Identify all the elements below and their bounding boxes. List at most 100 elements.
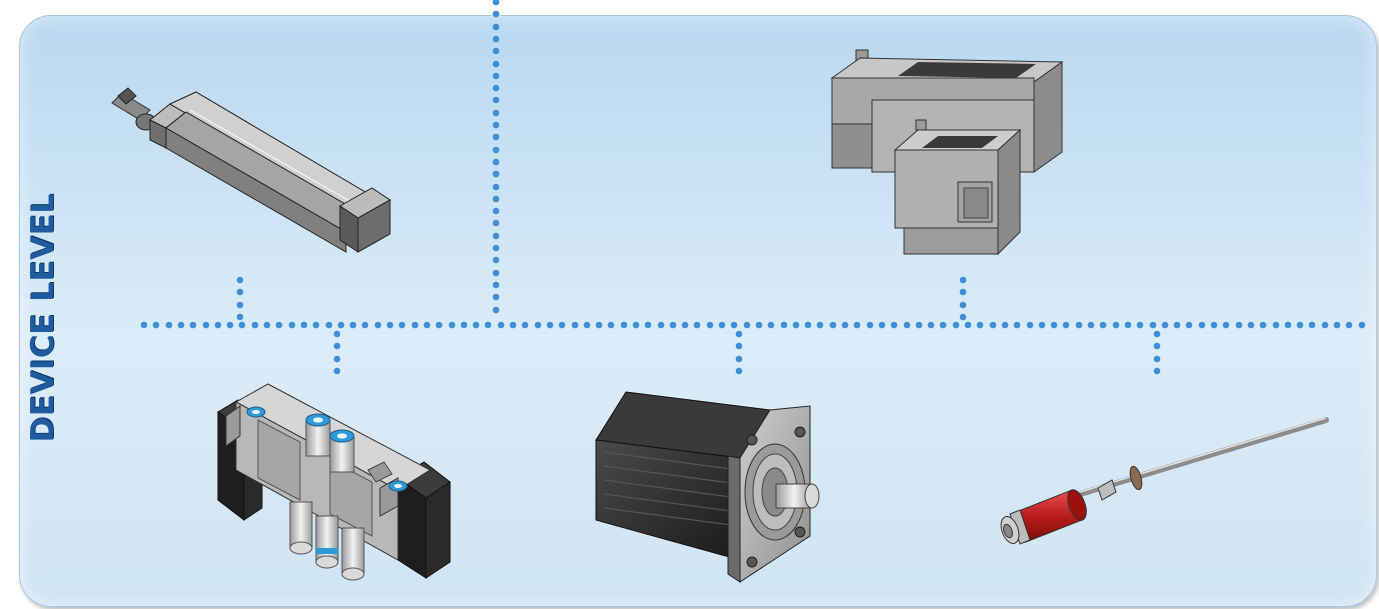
connector-dot (1075, 321, 1083, 329)
connector-dot (1259, 321, 1267, 329)
connector-dot (792, 321, 800, 329)
connector-dot (236, 276, 244, 284)
connector-dot (226, 321, 234, 329)
connector-dot (492, 158, 500, 166)
connector-dot (140, 321, 148, 329)
connector-dot (333, 355, 341, 363)
connector-dot (718, 321, 726, 329)
connector-dot (1153, 367, 1161, 375)
connector-dot (735, 355, 743, 363)
connector-dot (460, 321, 468, 329)
connector-dot (492, 219, 500, 227)
connector-dot (706, 321, 714, 329)
connector-dot (804, 321, 812, 329)
connector-dot (492, 183, 500, 191)
connector-dot (492, 244, 500, 252)
connector-dot (1050, 321, 1058, 329)
connector-dot (853, 321, 861, 329)
connector-dot (735, 367, 743, 375)
connector-dot (484, 321, 492, 329)
connector-dot (177, 321, 185, 329)
connector-dot (976, 321, 984, 329)
connector-dot (571, 321, 579, 329)
network-bus (140, 0, 1366, 375)
connector-dot (964, 321, 972, 329)
connector-dot (939, 321, 947, 329)
connector-dot (1038, 321, 1046, 329)
connector-dot (337, 321, 345, 329)
connector-dot (959, 313, 967, 321)
connector-dot (349, 321, 357, 329)
connector-dot (492, 269, 500, 277)
connector-dot (1358, 321, 1366, 329)
connector-dot (780, 321, 788, 329)
connector-dot (1222, 321, 1230, 329)
connector-dot (1333, 321, 1341, 329)
connector-dot (903, 321, 911, 329)
connector-dot (669, 321, 677, 329)
connector-dot (743, 321, 751, 329)
connector-dot (632, 321, 640, 329)
connector-dot (1087, 321, 1095, 329)
connector-dot (595, 321, 603, 329)
connector-dot (534, 321, 542, 329)
connector-dot (435, 321, 443, 329)
connector-dot (755, 321, 763, 329)
connector-dot (275, 321, 283, 329)
connector-dot (236, 301, 244, 309)
connector-dot (657, 321, 665, 329)
drop-line-dots (236, 0, 1161, 375)
connector-dot (492, 96, 500, 104)
connector-dot (236, 288, 244, 296)
connector-dot (325, 321, 333, 329)
connector-dot (1124, 321, 1132, 329)
connector-dot (521, 321, 529, 329)
connector-dot (1153, 355, 1161, 363)
connector-dot (1062, 321, 1070, 329)
connector-dot (386, 321, 394, 329)
connector-dot (333, 330, 341, 338)
connector-dot (492, 195, 500, 203)
connector-dot (152, 321, 160, 329)
connector-dot (927, 321, 935, 329)
connector-dot (735, 330, 743, 338)
connector-dot (492, 306, 500, 314)
connector-dot (492, 232, 500, 240)
connector-dot (202, 321, 210, 329)
connector-dot (492, 281, 500, 289)
connector-dot (1026, 321, 1034, 329)
connector-dot (492, 109, 500, 117)
connector-dot (1153, 330, 1161, 338)
connector-dot (767, 321, 775, 329)
connector-dot (189, 321, 197, 329)
connector-dot (492, 170, 500, 178)
connector-dot (214, 321, 222, 329)
connector-dot (492, 23, 500, 31)
connector-dot (959, 288, 967, 296)
connector-dot (829, 321, 837, 329)
connector-dot (251, 321, 259, 329)
pneumatic-cylinder-icon (111, 87, 391, 253)
connector-dot (959, 301, 967, 309)
connector-dot (841, 321, 849, 329)
connector-dot (374, 321, 382, 329)
connector-dot (878, 321, 886, 329)
connector-dot (492, 146, 500, 154)
connector-dot (288, 321, 296, 329)
connector-dot (492, 60, 500, 68)
connector-dot (1173, 321, 1181, 329)
servo-motor-icon (595, 391, 820, 583)
connector-dot (300, 321, 308, 329)
connector-dot (238, 321, 246, 329)
connector-dot (492, 133, 500, 141)
connector-dot (492, 293, 500, 301)
connector-dot (333, 367, 341, 375)
connector-dot (398, 321, 406, 329)
connector-dot (866, 321, 874, 329)
connector-dot (558, 321, 566, 329)
connector-dot (509, 321, 517, 329)
connector-dot (1308, 321, 1316, 329)
connector-dot (989, 321, 997, 329)
connector-dot (1321, 321, 1329, 329)
connector-dot (492, 10, 500, 18)
